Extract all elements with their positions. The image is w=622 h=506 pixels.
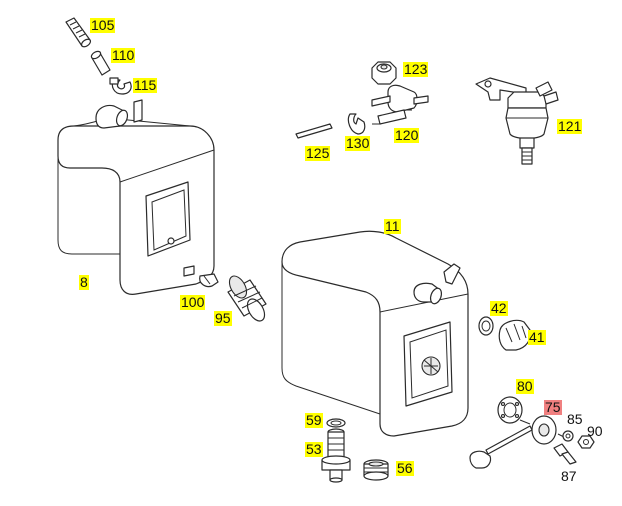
label-80[interactable]: 80 xyxy=(516,378,534,394)
part-53-strainer[interactable] xyxy=(321,428,351,483)
part-41-cap[interactable] xyxy=(498,319,531,351)
label-56[interactable]: 56 xyxy=(396,460,414,476)
part-85-washer[interactable] xyxy=(562,430,574,442)
label-121[interactable]: 121 xyxy=(557,118,583,134)
part-75-level-sender[interactable] xyxy=(469,415,567,469)
part-95-filter-cartridge[interactable] xyxy=(226,273,268,324)
label-120[interactable]: 120 xyxy=(394,127,420,143)
label-110[interactable]: 110 xyxy=(111,47,136,63)
label-125[interactable]: 125 xyxy=(305,145,331,161)
part-90-nut[interactable] xyxy=(577,435,595,449)
part-110-sleeve[interactable] xyxy=(90,50,111,76)
part-8-tank[interactable] xyxy=(57,99,215,295)
part-42-seal-ring[interactable] xyxy=(478,316,494,336)
part-87-screw[interactable] xyxy=(553,443,577,465)
label-53[interactable]: 53 xyxy=(305,441,323,457)
label-11[interactable]: 11 xyxy=(384,218,401,234)
part-121-filter-housing[interactable] xyxy=(475,77,559,165)
label-59[interactable]: 59 xyxy=(305,412,323,428)
label-41[interactable]: 41 xyxy=(528,329,546,345)
part-130-clip[interactable] xyxy=(347,113,366,135)
part-105-hose-connector[interactable] xyxy=(65,17,92,48)
label-90[interactable]: 90 xyxy=(587,423,603,439)
label-85[interactable]: 85 xyxy=(567,411,583,427)
part-56-plug[interactable] xyxy=(363,459,389,481)
label-75[interactable]: 75 xyxy=(544,399,562,415)
label-115[interactable]: 115 xyxy=(133,77,158,93)
label-123[interactable]: 123 xyxy=(403,61,429,77)
label-8[interactable]: 8 xyxy=(79,274,89,290)
label-100[interactable]: 100 xyxy=(180,294,206,310)
label-42[interactable]: 42 xyxy=(490,300,508,316)
label-130[interactable]: 130 xyxy=(345,135,371,151)
part-59-o-ring[interactable] xyxy=(326,418,346,428)
label-105[interactable]: 105 xyxy=(90,17,116,33)
part-115-clamp[interactable] xyxy=(109,77,132,95)
part-125-pin[interactable] xyxy=(295,123,333,139)
label-87[interactable]: 87 xyxy=(561,468,577,484)
part-123-nut[interactable] xyxy=(371,61,397,85)
part-80-gasket[interactable] xyxy=(497,396,523,424)
label-95[interactable]: 95 xyxy=(214,310,232,326)
part-120-valve[interactable] xyxy=(371,84,429,125)
part-11-tank[interactable] xyxy=(281,230,469,437)
part-100-clamp[interactable] xyxy=(199,273,219,288)
